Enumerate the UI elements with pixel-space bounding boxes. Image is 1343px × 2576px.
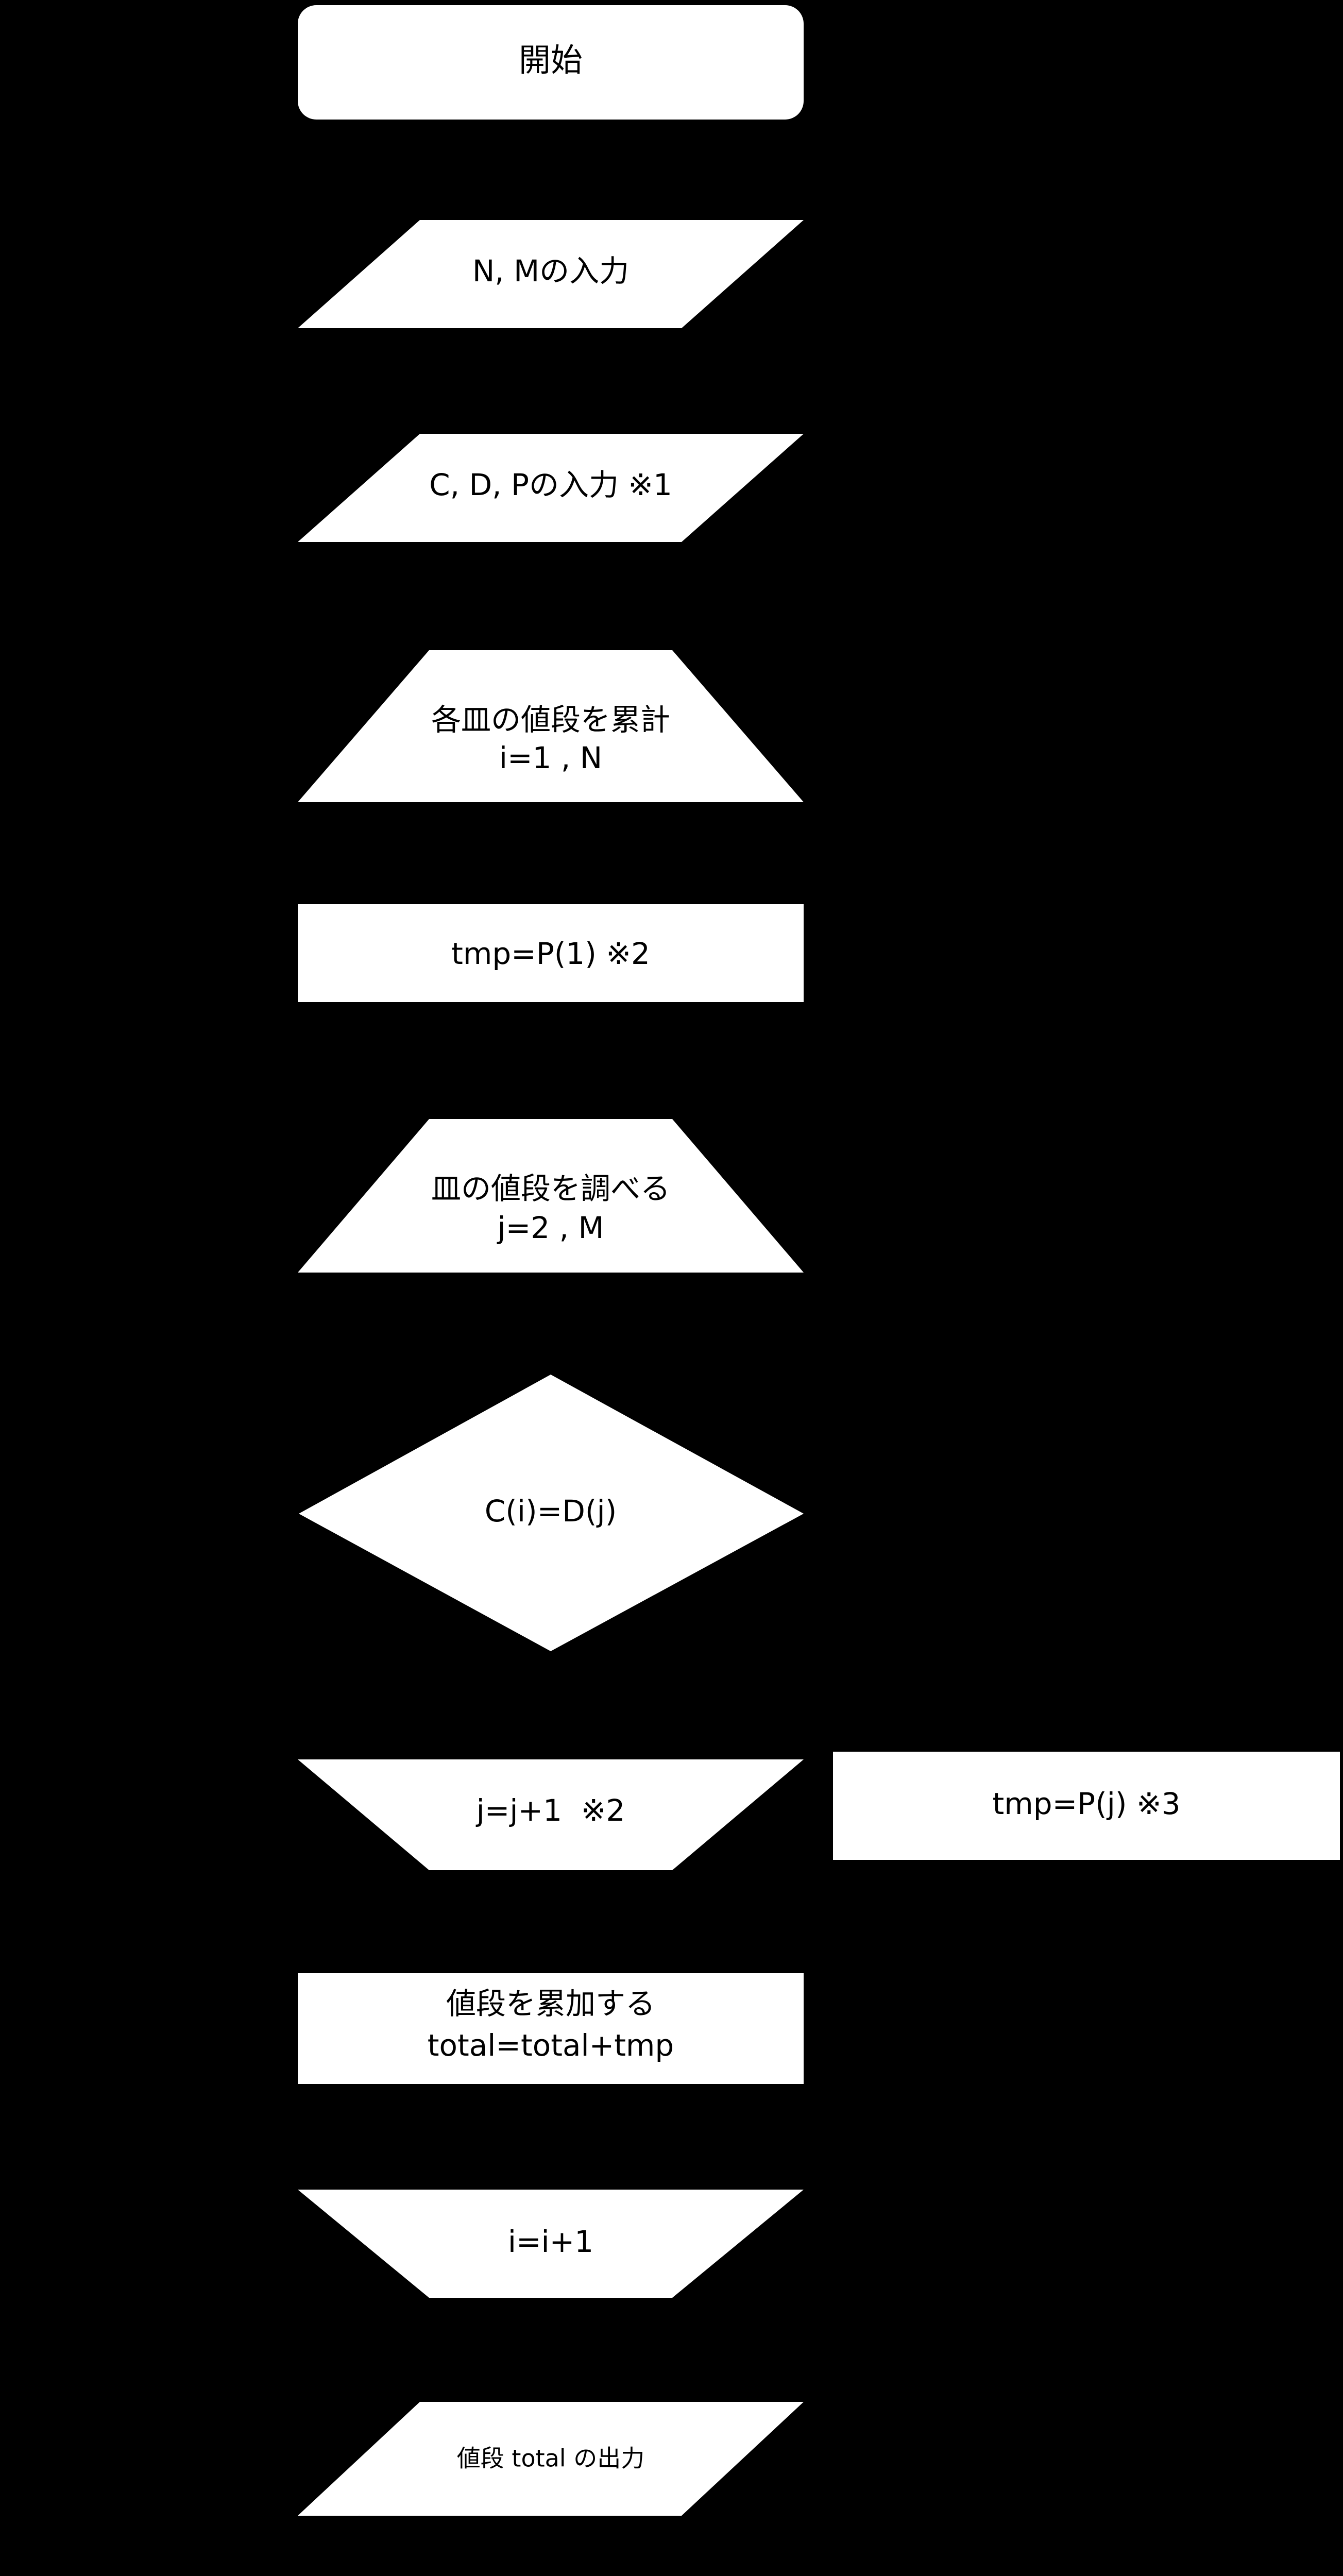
node-tmp-init[interactable]: tmp=P(1) ※2 <box>298 904 804 1002</box>
node-loop1-end-label: i=i+1 <box>508 2224 593 2259</box>
node-input-nm[interactable]: N, Mの入力 <box>298 220 804 328</box>
node-accumulate-label-line2: total=total+tmp <box>428 2028 674 2063</box>
node-loop2-start-label-line2: j=2 , M <box>497 1210 604 1245</box>
terminator-shape-start <box>298 5 804 120</box>
node-accumulate[interactable]: 値段を累加する total=total+tmp <box>298 1973 804 2084</box>
node-start[interactable]: 開始 <box>298 5 804 120</box>
process-shape-tmp-assign <box>833 1752 1340 1860</box>
parallelogram-shape-output-total <box>298 2402 804 2516</box>
parallelogram-shape-input-cdp <box>298 434 804 542</box>
node-loop2-end[interactable]: j=j+1 ※2 <box>298 1759 804 1870</box>
node-input-cdp[interactable]: C, D, Pの入力 ※1 <box>298 434 804 542</box>
node-accumulate-label-line1: 値段を累加する <box>446 1986 655 2021</box>
node-loop1-start-label-line2: i=1 , N <box>499 740 602 775</box>
node-loop2-end-label: j=j+1 ※2 <box>475 1793 625 1828</box>
node-tmp-assign[interactable]: tmp=P(j) ※3 <box>833 1752 1340 1860</box>
node-start-label: 開始 <box>519 41 583 79</box>
node-output-total[interactable]: 値段 total の出力 <box>298 2402 804 2516</box>
node-input-cdp-label: C, D, Pの入力 ※1 <box>429 467 672 502</box>
node-tmp-assign-label: tmp=P(j) ※3 <box>993 1786 1181 1821</box>
node-loop1-start-label-line1: 各皿の値段を累計 <box>431 702 670 737</box>
node-loop1-start[interactable]: 各皿の値段を累計 i=1 , N <box>298 650 804 802</box>
node-loop2-start[interactable]: 皿の値段を調べる j=2 , M <box>298 1119 804 1273</box>
node-decision-label: C(i)=D(j) <box>485 1494 617 1529</box>
process-shape-accumulate <box>298 1973 804 2084</box>
loop-end-shape-loop2 <box>298 1759 804 1870</box>
node-loop2-start-label-line1: 皿の値段を調べる <box>431 1171 670 1206</box>
node-decision[interactable]: C(i)=D(j) <box>299 1375 804 1651</box>
parallelogram-shape-input-nm <box>298 220 804 328</box>
decision-shape <box>299 1375 804 1651</box>
node-loop1-end[interactable]: i=i+1 <box>298 2190 804 2298</box>
process-shape-tmp-init <box>298 904 804 1002</box>
loop-end-shape-loop1 <box>298 2190 804 2298</box>
loop-start-shape-loop1 <box>298 650 804 802</box>
node-output-total-label: 値段 total の出力 <box>457 2445 644 2472</box>
loop-start-shape-loop2 <box>298 1119 804 1273</box>
node-input-nm-label: N, Mの入力 <box>472 253 629 289</box>
node-tmp-init-label: tmp=P(1) ※2 <box>451 936 650 971</box>
